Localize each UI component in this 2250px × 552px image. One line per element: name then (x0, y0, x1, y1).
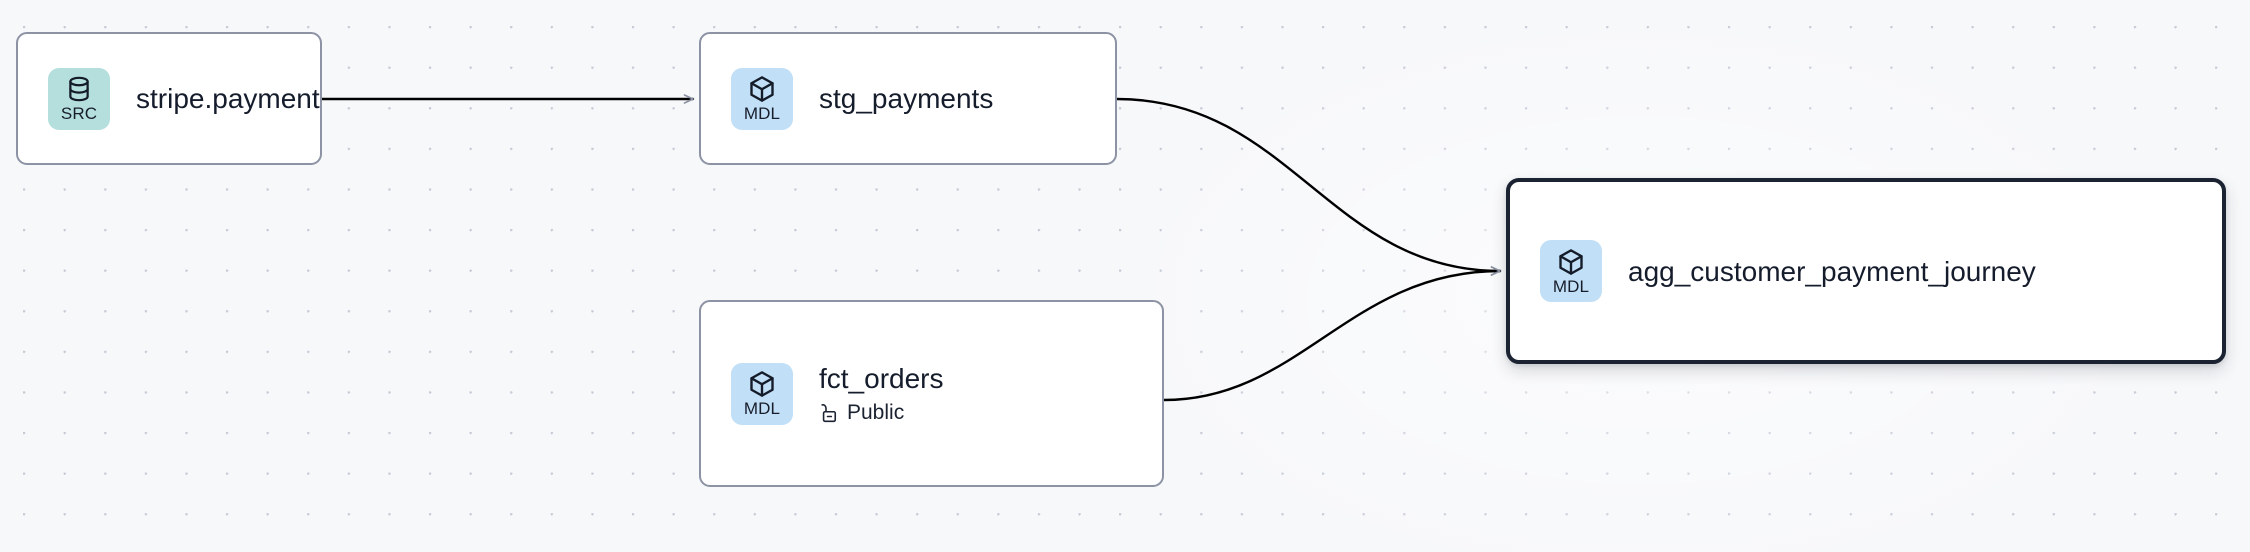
node-title: stg_payments (819, 83, 994, 114)
node-type-badge: SRC (48, 67, 110, 130)
node-title: agg_customer_payment_journey (1628, 255, 2036, 287)
lineage-node-stripe-payment[interactable]: SRC stripe.payment (16, 32, 322, 165)
lineage-edge[interactable] (1162, 266, 1502, 402)
lineage-node-stg-payments[interactable]: MDL stg_payments (699, 32, 1117, 165)
node-visibility: Public (819, 401, 944, 425)
node-title: fct_orders (819, 363, 944, 394)
node-body: agg_customer_payment_journey (1628, 255, 2036, 288)
node-type-badge: MDL (731, 362, 793, 425)
lineage-node-agg-customer-payment-journey[interactable]: MDL agg_customer_payment_journey (1506, 178, 2226, 364)
node-body: stripe.payment (136, 82, 320, 115)
database-icon (65, 74, 93, 104)
node-type-badge-label: MDL (743, 104, 781, 123)
node-type-badge-label: SRC (60, 104, 98, 123)
node-visibility-label: Public (847, 401, 905, 424)
node-type-badge-label: MDL (1552, 276, 1590, 296)
node-type-badge-label: MDL (743, 399, 781, 418)
node-type-badge: MDL (731, 67, 793, 130)
cube-icon (1556, 247, 1586, 277)
node-title: stripe.payment (136, 83, 320, 114)
cube-icon (747, 74, 777, 104)
node-body: stg_payments (819, 82, 993, 115)
cube-icon (747, 369, 777, 399)
node-type-badge: MDL (1540, 240, 1602, 302)
lineage-edge[interactable] (1115, 97, 1502, 276)
unlock-icon (819, 402, 839, 424)
